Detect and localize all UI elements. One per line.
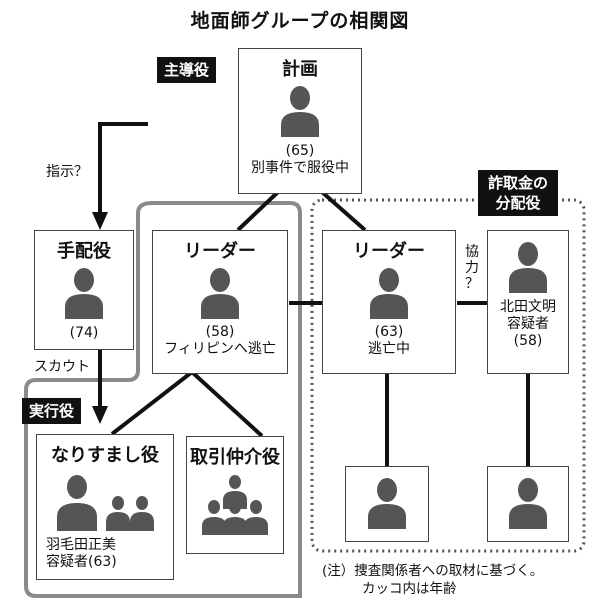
person-icon [201,268,239,319]
distribution-badge-line-2: 分配役 [495,194,541,212]
distribution-group-outline [310,198,586,553]
member-box-under-kitada [487,466,569,542]
impostor-title-age: 容疑者(63) [46,554,117,570]
leader-b-role-label: リーダー [353,241,425,262]
member-box-under-leader-b [345,466,429,542]
plan-note: 別事件で服役中 [251,160,349,176]
distribution-badge-line-1: 詐取金の [487,174,548,192]
broker-group-icon [202,475,268,535]
broker-box: 取引仲介役 [186,436,284,554]
person-icon [281,86,319,137]
leader-a-box: リーダー (58) フィリピンへ逃亡 [152,230,288,374]
footnote-line-2: カッコ内は年齢 [362,581,457,597]
person-icon [57,475,97,531]
kitada-box: 北田文明 容疑者 (58) [487,230,569,374]
leader-group-outline [24,201,302,598]
leader-a-age: (58) [205,324,235,340]
impostor-group-icon [57,475,154,531]
scout-arrowhead [92,406,108,424]
impostor-box: なりすまし役 羽毛田正美 容疑者(63) [36,434,174,580]
broker-role-label: 取引仲介役 [190,447,280,468]
impostor-name: 羽毛田正美 [46,537,116,553]
person-icon [368,478,406,529]
leader-role-badge: 主導役 [157,57,217,83]
kitada-title: 容疑者 [507,316,549,332]
leader-b-note: 逃亡中 [368,341,410,357]
leader-a-to-impostor-line [110,370,194,436]
executor-role-badge: 実行役 [22,398,82,424]
leader-b-age: (63) [374,324,404,340]
distribution-role-badge: 詐取金の 分配役 [478,170,558,216]
arranger-role-label: 手配役 [57,241,111,262]
kitada-age: (58) [513,333,543,349]
instruction-arrowhead [92,212,108,230]
instruction-arrow-line [98,122,148,212]
arranger-age: (74) [69,325,99,341]
person-icon-small [106,496,130,531]
person-icon [65,268,103,319]
impostor-role-label: なりすまし役 [51,445,159,466]
person-icon-small [130,496,154,531]
person-icon [370,268,408,319]
leader-a-note: フィリピンへ逃亡 [164,341,276,357]
person-icon-small [244,500,268,535]
footnote: (注）捜査関係者への取材に基づく。 カッコ内は年齢 [322,562,543,598]
leader-a-to-broker-line [190,370,264,438]
arranger-box: 手配役 (74) [34,230,134,350]
footnote-line-1: (注）捜査関係者への取材に基づく。 [322,563,544,579]
leader-b-box: リーダー (63) 逃亡中 [322,230,456,374]
instruction-label: 指示？ [46,164,88,180]
scout-label: スカウト [34,359,90,375]
kitada-name: 北田文明 [500,299,556,315]
person-icon-small [202,500,226,535]
plan-to-leader-a-line [236,190,280,232]
diagram-title: 地面師グループの相関図 [190,10,410,32]
leader-a-role-label: リーダー [184,241,256,262]
person-icon [509,478,547,529]
plan-box: 計画 (65) 別事件で服役中 [238,48,362,194]
cooperation-label: 協力？ [465,244,479,292]
person-icon [509,242,547,293]
person-icon-small [223,500,247,535]
plan-role-label: 計画 [282,59,318,80]
plan-age: (65) [285,143,315,159]
plan-to-leader-b-line [320,190,367,232]
